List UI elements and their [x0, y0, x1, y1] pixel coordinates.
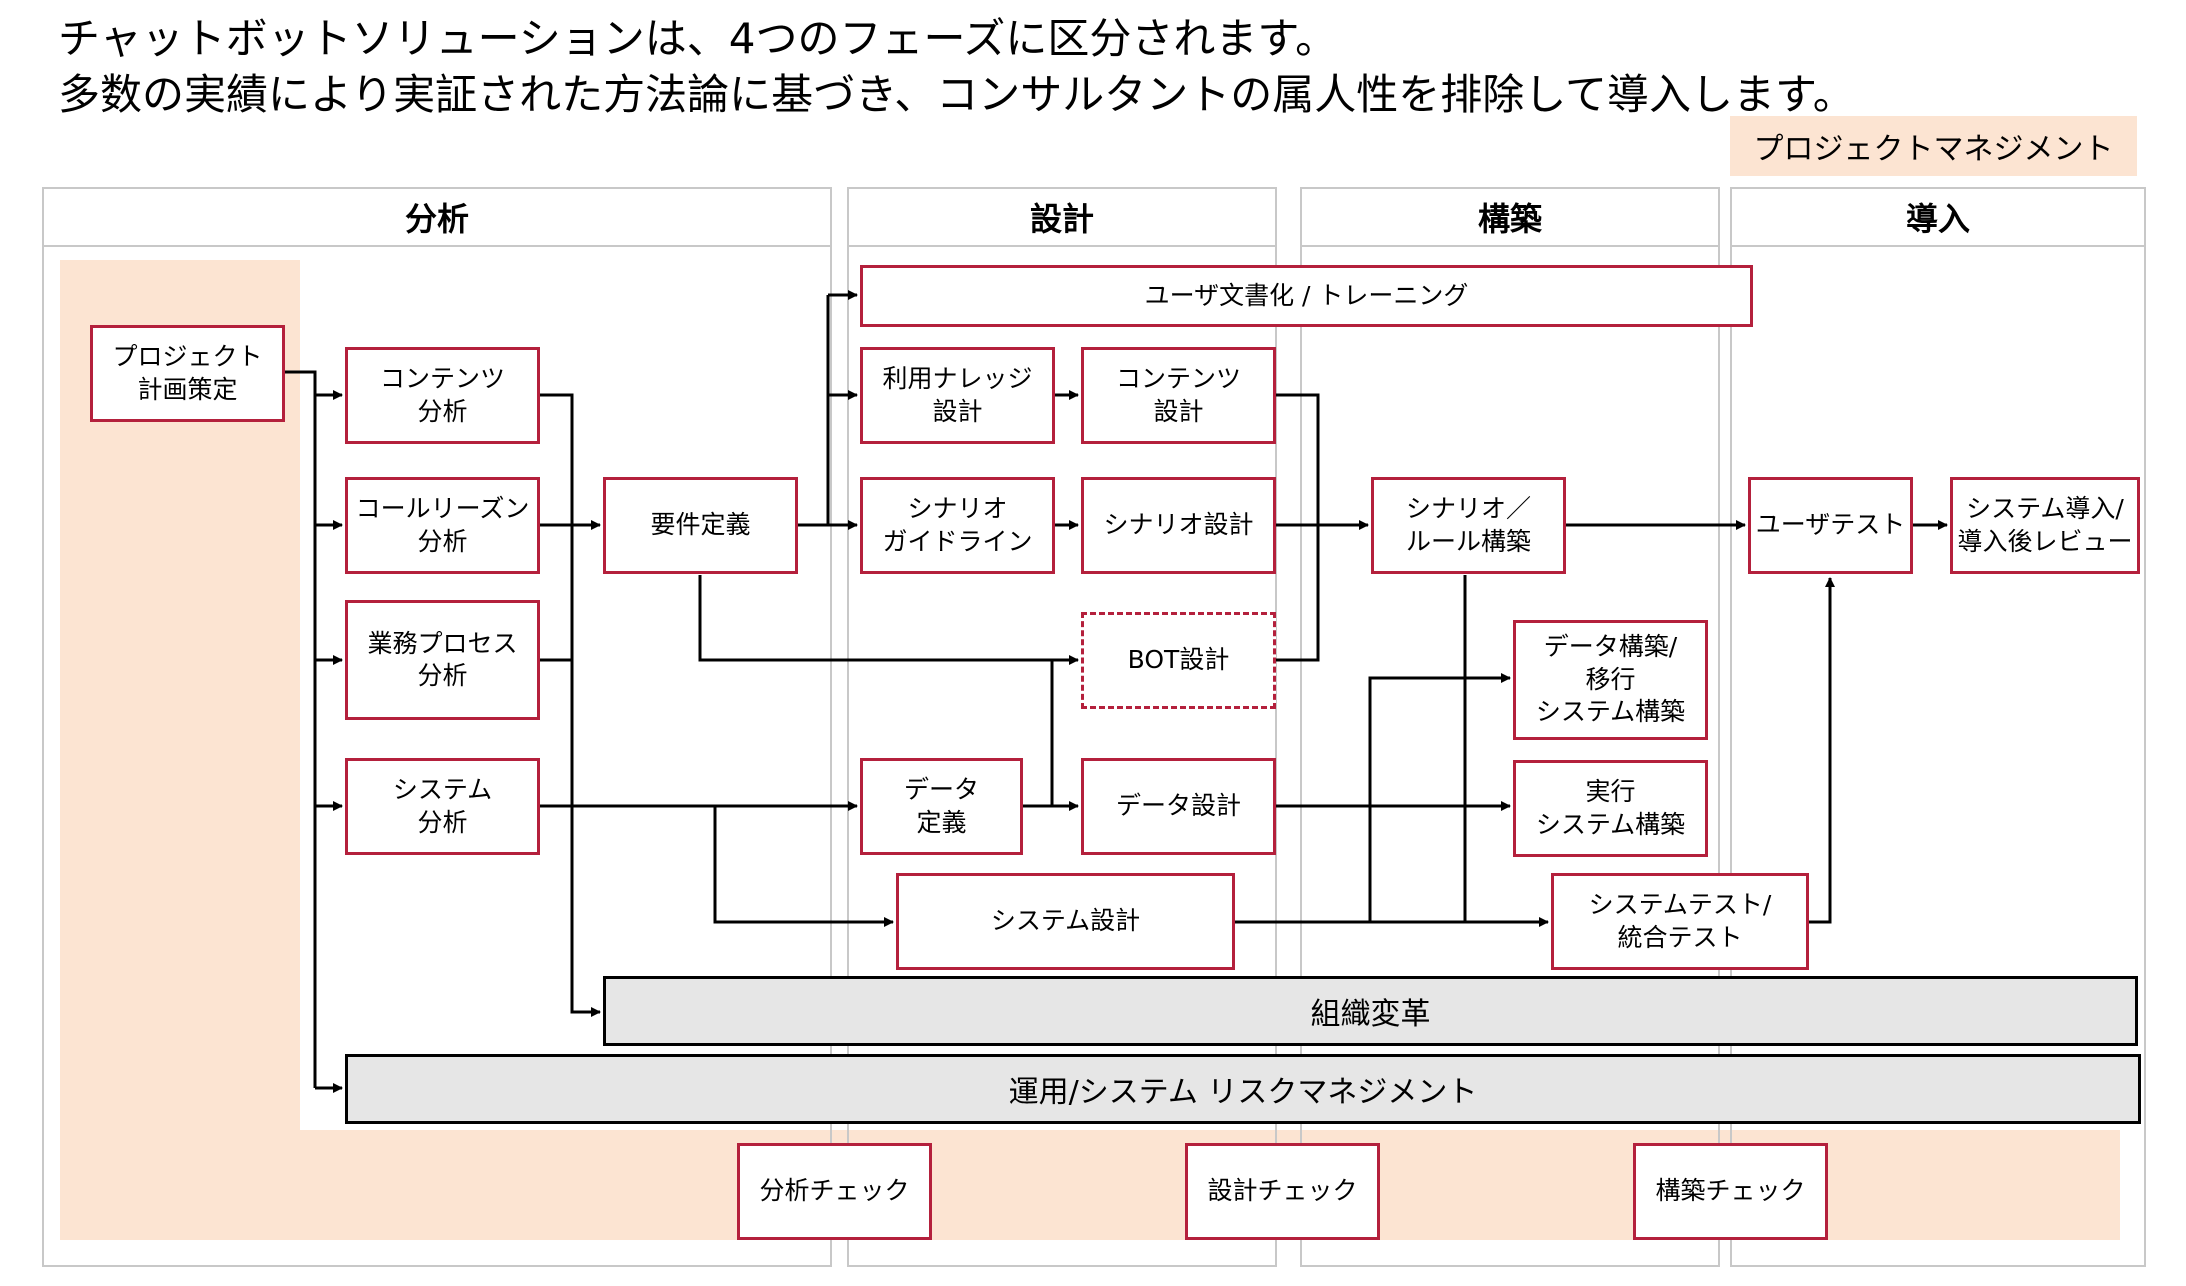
box-system-introduction-review: システム導入/ 導入後レビュー [1950, 477, 2140, 574]
box-analysis-check: 分析チェック [737, 1143, 932, 1240]
box-knowledge-design: 利用ナレッジ 設計 [860, 347, 1055, 444]
box-design-check: 設計チェック [1185, 1143, 1380, 1240]
headline-line-1: チャットボットソリューションは、4つのフェーズに区分されます。 [58, 14, 1338, 63]
phase-header-analysis: 分析 [42, 187, 832, 247]
phase-header-introduction: 導入 [1730, 187, 2146, 247]
box-scenario-design: シナリオ設計 [1081, 477, 1276, 574]
box-project-plan: プロジェクト 計画策定 [90, 325, 285, 422]
box-bot-design: BOT設計 [1081, 612, 1276, 709]
box-call-reason-analysis: コールリーズン 分析 [345, 477, 540, 574]
box-data-definition: データ 定義 [860, 758, 1023, 855]
box-build-check: 構築チェック [1633, 1143, 1828, 1240]
project-management-label: プロジェクトマネジメント [1730, 116, 2137, 176]
box-data-design: データ設計 [1081, 758, 1276, 855]
box-content-design: コンテンツ 設計 [1081, 347, 1276, 444]
box-system-test: システムテスト/ 統合テスト [1551, 873, 1809, 970]
box-user-doc-training: ユーザ文書化 / トレーニング [860, 265, 1753, 327]
pm-band-left [60, 260, 300, 1240]
box-scenario-rule-build: シナリオ／ ルール構築 [1371, 477, 1566, 574]
box-scenario-guideline: シナリオ ガイドライン [860, 477, 1055, 574]
box-system-analysis: システム 分析 [345, 758, 540, 855]
box-data-build-migration: データ構築/ 移行 システム構築 [1513, 620, 1708, 740]
bar-ops-risk-management: 運用/システム リスクマネジメント [345, 1054, 2141, 1124]
phase-header-build: 構築 [1300, 187, 1720, 247]
box-content-analysis: コンテンツ 分析 [345, 347, 540, 444]
box-system-design: システム設計 [896, 873, 1235, 970]
box-business-process-analysis: 業務プロセス 分析 [345, 600, 540, 720]
box-user-test: ユーザテスト [1748, 477, 1913, 574]
bar-organization-change: 組織変革 [603, 976, 2138, 1046]
box-execution-system-build: 実行 システム構築 [1513, 760, 1708, 857]
box-requirements: 要件定義 [603, 477, 798, 574]
headline-line-2: 多数の実績により実証された方法論に基づき、コンサルタントの属人性を排除して導入し… [58, 70, 1855, 119]
phase-header-design: 設計 [847, 187, 1277, 247]
